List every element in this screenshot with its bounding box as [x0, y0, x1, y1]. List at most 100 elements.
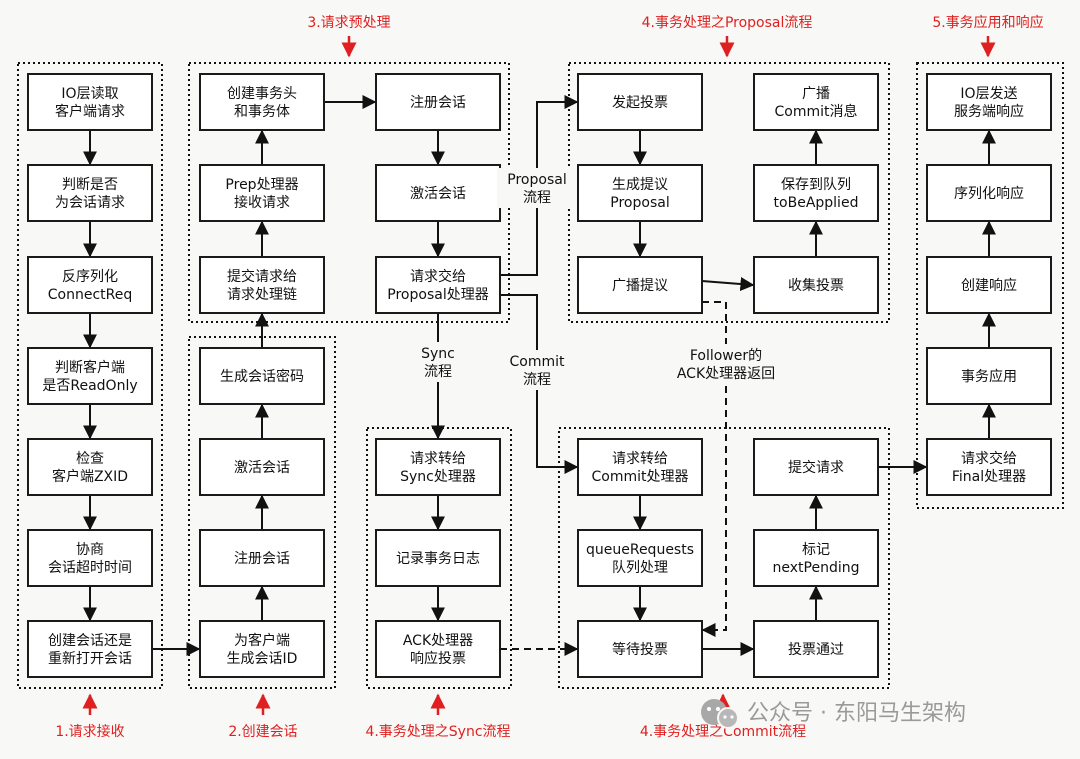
node-register-session-3: 注册会话: [375, 73, 501, 131]
node-deserialize: 反序列化 ConnectReq: [27, 256, 153, 314]
node-vote-passed: 投票通过: [753, 620, 879, 678]
node-label: 会话超时时间: [48, 560, 132, 576]
edge-label-text: Proposal: [507, 172, 566, 188]
node-label: 判断是否: [62, 177, 118, 193]
watermark: 公众号 · 东阳马生架构: [701, 699, 966, 729]
node-label: 序列化响应: [954, 185, 1024, 202]
node-label: IO层读取: [61, 85, 118, 102]
node-label: 提交请求给: [227, 268, 297, 285]
node-label: 激活会话: [234, 459, 290, 476]
group-commit: [558, 427, 890, 689]
node-broadcast-proposal: 广播提议: [577, 256, 703, 314]
node-label: 投票通过: [788, 642, 844, 658]
node-label: 创建响应: [961, 277, 1017, 294]
node-label: 检查: [76, 451, 104, 467]
node-serialize-response: 序列化响应: [926, 164, 1052, 222]
stage-label-s5: 5.事务应用和响应: [932, 14, 1044, 58]
edge-label-text: 流程: [424, 364, 452, 380]
node-label: 生成会话密码: [220, 368, 304, 385]
node-label: 为客户端: [234, 632, 290, 649]
node-label: 重新打开会话: [48, 650, 132, 667]
edge-label-text: Commit: [510, 354, 566, 370]
node-activate-session-3: 激活会话: [375, 164, 501, 222]
node-label: 激活会话: [410, 185, 466, 202]
node-label: 接收请求: [234, 194, 290, 211]
node-label: Commit消息: [775, 103, 858, 120]
node-label: 注册会话: [410, 95, 466, 111]
group-request-receive: [17, 62, 163, 689]
node-label: 事务应用: [961, 368, 1017, 385]
stage-label-text: 1.请求接收: [55, 723, 124, 740]
node-to-final: 请求交给 Final处理器: [926, 438, 1052, 496]
node-label: 反序列化: [62, 269, 118, 285]
group-preprocess: [188, 62, 510, 323]
edge-label-proposal-flow: Proposal 流程: [497, 168, 577, 208]
stage-label-text: 4.事务处理之Commit流程: [640, 724, 806, 740]
edge-label-sync-flow: Sync流程: [416, 342, 460, 382]
node-label: 创建会话还是: [48, 633, 132, 649]
node-label: 判断客户端: [55, 359, 125, 376]
node-label: 是否ReadOnly: [42, 378, 137, 394]
node-label: Prep处理器: [225, 177, 298, 193]
node-label: ACK处理器: [403, 633, 473, 649]
stage-label-text: 4.事务处理之Sync流程: [365, 724, 510, 740]
group-create-session: [188, 336, 336, 689]
edge-label-text: ACK处理器返回: [677, 366, 775, 382]
stage-label-text: 3.请求预处理: [307, 15, 390, 31]
node-start-vote: 发起投票: [577, 73, 703, 131]
stage-label-s4b: 4.事务处理之Sync流程: [365, 693, 511, 740]
node-label: 创建事务头: [227, 86, 297, 102]
arrow-follower-ack-return: [701, 301, 727, 637]
node-label: 请求转给: [612, 451, 668, 467]
node-label: 和事务体: [234, 104, 290, 120]
node-label: 标记: [802, 542, 830, 558]
node-label: 客户端ZXID: [52, 468, 128, 485]
node-create-response: 创建响应: [926, 256, 1052, 314]
node-label: 生成提议: [612, 177, 668, 193]
stage-label-text: 4.事务处理之Proposal流程: [642, 15, 813, 31]
edge-label-text: 流程: [523, 190, 551, 206]
node-label: Proposal处理器: [387, 287, 488, 303]
node-label: Final处理器: [952, 469, 1026, 485]
node-label: Sync处理器: [400, 469, 476, 485]
node-gen-session-password: 生成会话密码: [199, 347, 325, 405]
node-label: 等待投票: [612, 641, 668, 658]
node-label: 发起投票: [612, 95, 668, 111]
node-log-txn: 记录事务日志: [375, 529, 501, 587]
node-label: 响应投票: [410, 650, 466, 667]
stage-label-s3: 3.请求预处理: [307, 15, 391, 58]
wechat-icon: [701, 699, 739, 729]
node-label: 为会话请求: [55, 195, 125, 211]
node-label: 保存到队列: [781, 177, 851, 193]
node-label: 队列处理: [612, 560, 668, 576]
node-submit-request: 提交请求: [753, 438, 879, 496]
node-collect-votes: 收集投票: [753, 256, 879, 314]
node-label: 请求交给: [961, 450, 1017, 467]
node-label: 收集投票: [788, 277, 844, 294]
node-apply-txn: 事务应用: [926, 347, 1052, 405]
node-label: ConnectReq: [48, 287, 133, 303]
node-label: nextPending: [773, 560, 860, 576]
edge-label-commit-flow: Commit流程: [506, 350, 568, 390]
node-label: Commit处理器: [592, 469, 689, 485]
node-wait-vote: 等待投票: [577, 620, 703, 678]
node-mark-next: 标记 nextPending: [753, 529, 879, 587]
